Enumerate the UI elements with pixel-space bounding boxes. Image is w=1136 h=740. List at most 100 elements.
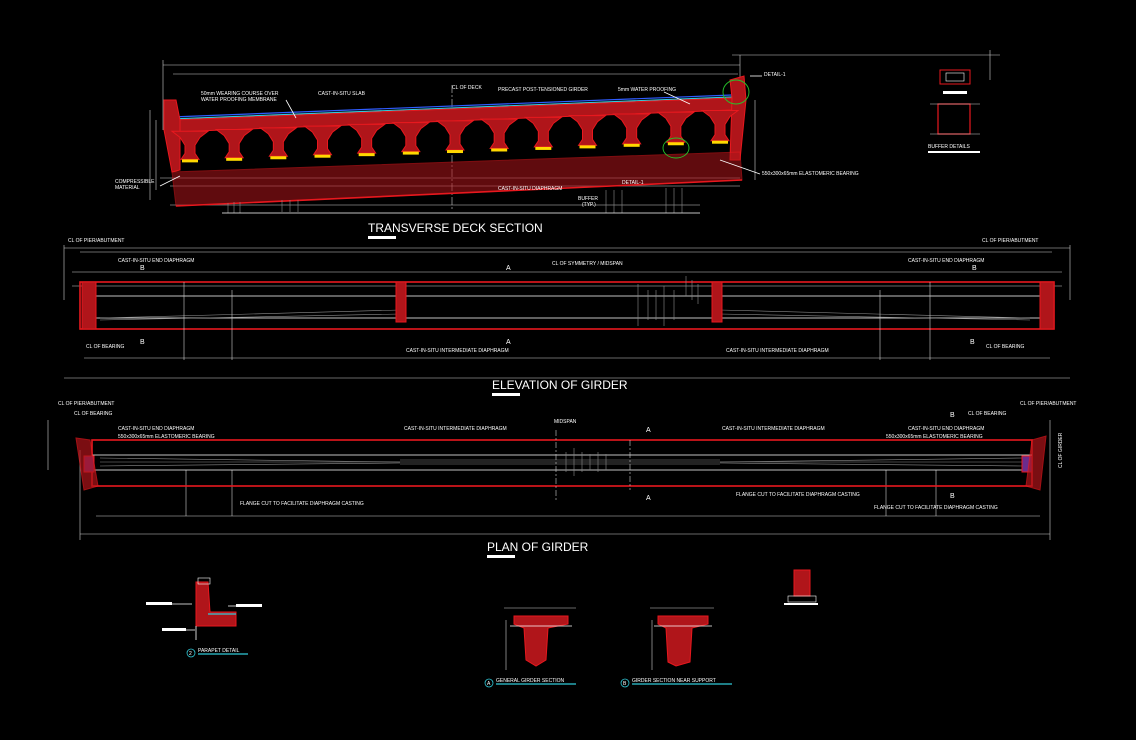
label-cast-in-situ-slab: CAST-IN-SITU SLAB (318, 91, 366, 97)
general-section-concrete (513, 615, 569, 667)
label-general-girder-section: GENERAL GIRDER SECTION (496, 678, 565, 684)
label-water-proofing: 5mm WATER PROOFING (618, 87, 676, 93)
parapet-detail-marker (186, 648, 196, 658)
section-mark-b-top-right: B (972, 265, 977, 272)
elastomeric-bearing (623, 143, 640, 147)
section-mark-a-bottom: A (506, 339, 511, 346)
label-plan-cl-bearing-left: CL OF BEARING (74, 411, 113, 417)
label-intermediate-diaphragm-right: CAST-IN-SITU INTERMEDIATE DIAPHRAGM (726, 348, 829, 354)
midspan-markings (555, 430, 631, 500)
label-plan-intermediate-left: CAST-IN-SITU INTERMEDIATE DIAPHRAGM (404, 426, 507, 432)
label-flange-cut-right: FLANGE CUT TO FACILITATE DIAPHRAGM CASTI… (874, 505, 998, 511)
label-plan-cl-pier-right: CL OF PIER/ABUTMENT (1020, 401, 1077, 407)
label-plan-midspan: MIDSPAN (554, 419, 577, 425)
elastomeric-bearing (226, 157, 243, 161)
intermediate-diaphragm-left (395, 281, 407, 323)
label-detail-1-top: DETAIL-1 (764, 72, 786, 78)
label-cl-of-girder: CL OF GIRDER (1058, 432, 1064, 468)
label-plan-end-diaphragm-right: CAST-IN-SITU END DIAPHRAGM (908, 426, 984, 432)
label-cl-bearing-left: CL OF BEARING (86, 344, 125, 350)
precast-girder-web (347, 123, 387, 154)
label-flange-cut-mid: FLANGE CUT TO FACILITATE DIAPHRAGM CASTI… (736, 492, 860, 498)
transverse-deck-section: 50mm WEARING COURSE OVER WATER PROOFING … (115, 50, 1000, 239)
label-end-diaphragm-left: CAST-IN-SITU END DIAPHRAGM (118, 258, 194, 264)
buffer-plan (939, 69, 971, 85)
right-parapet (729, 75, 747, 161)
girder-section-near-support: B GIRDER SECTION NEAR SUPPORT (620, 607, 732, 688)
midspan-tendon-markings (637, 276, 699, 326)
label-buffer-details: BUFFER DETAILS (928, 144, 971, 150)
precast-girder-web (523, 116, 563, 148)
left-parapet (163, 99, 181, 173)
elastomeric-bearing (447, 150, 463, 154)
detail-1-circle-bottom (662, 137, 690, 159)
title-elevation-of-girder: ELEVATION OF GIRDER (492, 378, 628, 392)
title-plan-of-girder: PLAN OF GIRDER (487, 540, 589, 554)
section-mark-b-top-left: B (140, 265, 145, 272)
elastomeric-bearing (667, 142, 684, 146)
label-plan-cl-pier-left: CL OF PIER/ABUTMENT (58, 401, 115, 407)
label-plan-cl-bearing-right: CL OF BEARING (968, 411, 1007, 417)
general-girder-section: A GENERAL GIRDER SECTION (484, 607, 576, 688)
plan-section-a-bottom: A (646, 495, 651, 502)
precast-girder-web (435, 120, 475, 151)
elastomeric-bearing (535, 146, 552, 150)
precast-girder-web (214, 129, 254, 159)
waterproofing-line (171, 96, 733, 120)
end-diaphragm-plan-left (75, 437, 99, 491)
title-transverse-deck-section: TRANSVERSE DECK SECTION (368, 221, 543, 235)
precast-girder-web (612, 113, 652, 145)
label-plan-intermediate-right: CAST-IN-SITU INTERMEDIATE DIAPHRAGM (722, 426, 825, 432)
wearing-course-line (171, 94, 733, 118)
label-cl-pier-right: CL OF PIER/ABUTMENT (982, 238, 1039, 244)
cast-in-situ-diaphragm (171, 151, 743, 207)
bearing-detail-concrete (793, 569, 811, 597)
plan-of-girder: CL OF PIER/ABUTMENT CL OF BEARING CAST-I… (47, 401, 1077, 558)
parapet-detail-concrete (195, 581, 237, 627)
near-support-section-marker (620, 678, 630, 688)
label-elastomeric-bearing: 550x300x65mm ELASTOMERIC BEARING (762, 171, 859, 177)
buffer-details: BUFFER DETAILS (928, 69, 980, 153)
label-end-diaphragm-right: CAST-IN-SITU END DIAPHRAGM (908, 258, 984, 264)
pier-cap-hatch (222, 188, 700, 214)
end-diaphragm-plan-right (1025, 435, 1047, 491)
label-plan-bearing-right: 550x300x65mm ELASTOMERIC BEARING (886, 434, 983, 440)
label-parapet-detail: PARAPET DETAIL (198, 648, 240, 654)
near-support-section-concrete (657, 615, 709, 667)
label-buffer: BUFFER (578, 196, 598, 202)
label-compressible: COMPRESSIBLE (115, 179, 155, 185)
precast-girder-web (700, 109, 740, 142)
plan-section-b-bottom: B (950, 493, 955, 500)
tendon-profile (99, 457, 1025, 467)
precast-girder-web (656, 111, 696, 143)
label-intermediate-diaphragm-left: CAST-IN-SITU INTERMEDIATE DIAPHRAGM (406, 348, 509, 354)
bearing-detail (784, 569, 818, 605)
marker-general-text: A (487, 681, 491, 687)
girder-plan-flange-outline (91, 439, 1033, 487)
marker-parapet-text: 2 (189, 651, 192, 657)
elastomeric-bearing (182, 159, 198, 163)
elastomeric-bearing (358, 153, 375, 157)
girder-elevation-outline (79, 281, 1055, 330)
title-underbar (487, 555, 515, 558)
label-waterproofing-membrane: WATER PROOFING MEMBRANE (201, 97, 278, 103)
diaphragm-bottom-edge (175, 179, 743, 207)
label-cl-pier-left: CL OF PIER/ABUTMENT (68, 238, 125, 244)
section-mark-a-top: A (506, 265, 511, 272)
marker-near-support-text: B (623, 681, 627, 687)
label-detail-1-bottom: DETAIL-1 (622, 180, 644, 186)
precast-girder-web (568, 115, 607, 146)
detail-1-circle-top (722, 79, 750, 105)
precast-girder-web (479, 118, 519, 149)
elastomeric-bearing (270, 156, 287, 160)
label-cl-of-deck: CL OF DECK (452, 85, 482, 91)
precast-girder-web (258, 127, 298, 157)
title-underbar (368, 236, 396, 239)
elastomeric-bearing (402, 151, 419, 155)
label-wearing-course: 50mm WEARING COURSE OVER (201, 91, 279, 97)
end-diaphragm-left (81, 281, 97, 330)
elevation-of-girder: CL OF PIER/ABUTMENT CL OF PIER/ABUTMENT … (63, 238, 1071, 396)
title-underbar (492, 393, 520, 396)
label-cl-bearing-right: CL OF BEARING (986, 344, 1025, 350)
